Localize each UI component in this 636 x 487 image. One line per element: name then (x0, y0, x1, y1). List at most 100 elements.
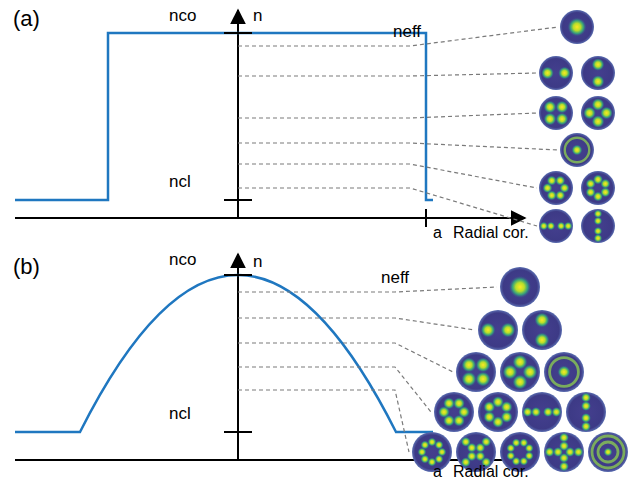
fiber-disk (566, 392, 606, 432)
mode-pattern (539, 171, 573, 205)
fiber-disk (539, 209, 573, 243)
effective-index: neff (392, 22, 422, 42)
mode-patterns (412, 10, 628, 472)
mode-pattern (500, 267, 540, 307)
fiber-disk (500, 352, 540, 392)
mode-lobe (556, 113, 569, 126)
mode-pattern (539, 56, 573, 90)
mode-lobe (592, 98, 605, 111)
cladding-index: ncl (168, 172, 192, 192)
fiber-disk (500, 267, 540, 307)
index-axis (237, 10, 239, 218)
core-index: nco (168, 6, 197, 26)
core-radius: a (432, 463, 443, 481)
tick (224, 32, 252, 34)
fiber-disk (588, 432, 628, 472)
neff-levels (238, 27, 558, 226)
step-index-profile (15, 33, 433, 200)
mode-lobe (544, 101, 557, 114)
mode-lobe (594, 234, 603, 243)
mode-lobe (581, 421, 591, 431)
mode-pattern (500, 352, 540, 392)
fiber-disk (434, 392, 474, 432)
panel-label: (b) (12, 254, 41, 279)
fiber-disk (478, 392, 518, 432)
mode-ring (592, 436, 624, 468)
effective-index: neff (380, 268, 410, 288)
axis-label: Radial cor. (452, 224, 530, 242)
mode-lobe (592, 75, 605, 88)
neff-levels (238, 287, 497, 452)
mode-lobe (481, 323, 496, 338)
fiber-disk (522, 310, 562, 350)
mode-lobe (501, 401, 513, 413)
index-axis-label: n (252, 252, 263, 272)
tick (224, 274, 252, 276)
mode-pattern (581, 171, 615, 205)
fiber-disk (581, 171, 615, 205)
mode-pattern (581, 96, 615, 130)
mode-lobe (512, 438, 521, 447)
fiber-disk (539, 56, 573, 90)
mode-ring (565, 138, 589, 162)
mode-lobe (559, 461, 569, 471)
tick (224, 431, 252, 433)
mode-ring (550, 358, 579, 387)
mode-lobe (435, 441, 444, 450)
fiber-disk (581, 96, 615, 130)
mode-lobe (594, 210, 603, 219)
mode-lobe (501, 323, 516, 338)
mode-pattern (478, 310, 518, 350)
mode-pattern (539, 96, 573, 130)
mode-lobe (453, 397, 465, 409)
fiber-disk (560, 10, 594, 44)
mode-lobe (544, 113, 557, 126)
mode-lobe (592, 58, 605, 71)
mode-lobe (604, 448, 613, 457)
mode-pattern (434, 392, 474, 432)
mode-lobe (509, 276, 531, 298)
fiber-disk (539, 171, 573, 205)
mode-lobe (481, 437, 491, 447)
mode-pattern (581, 56, 615, 90)
mode-lobe (461, 437, 471, 447)
fiber-disk (412, 432, 452, 472)
graded-index-profile (15, 275, 433, 432)
fiber-disk (560, 133, 594, 167)
mode-lobe (476, 372, 491, 387)
mode-lobe (513, 355, 528, 370)
mode-lobe (461, 357, 476, 372)
mode-pattern (539, 209, 573, 243)
panel-a (15, 10, 558, 227)
mode-lobe (545, 447, 555, 457)
mode-pattern (478, 392, 518, 432)
mode-pattern (566, 392, 606, 432)
mode-pattern (544, 432, 584, 472)
mode-lobe (558, 366, 571, 379)
mode-pattern (560, 133, 594, 167)
mode-lobe (556, 101, 569, 114)
core-index: nco (168, 250, 197, 270)
mode-lobe (541, 67, 554, 80)
mode-lobe (559, 433, 569, 443)
index-axis-label: n (252, 6, 263, 26)
fiber-disk (522, 392, 562, 432)
mode-pattern (522, 392, 562, 432)
mode-lobe (581, 393, 591, 403)
mode-pattern (522, 310, 562, 350)
mode-lobe (535, 313, 550, 328)
mode-lobe (523, 407, 533, 417)
fiber-disk (539, 96, 573, 130)
mode-lobe (573, 447, 583, 457)
mode-lobe (535, 333, 550, 348)
mode-lobe (600, 179, 610, 189)
radial-axis (15, 217, 525, 219)
tick (224, 199, 252, 201)
fiber-disk (544, 432, 584, 472)
fiber-disk (581, 209, 615, 243)
mode-pattern (544, 352, 584, 392)
mode-lobe (540, 222, 549, 231)
tick (425, 209, 427, 227)
mode-lobe (572, 145, 583, 156)
